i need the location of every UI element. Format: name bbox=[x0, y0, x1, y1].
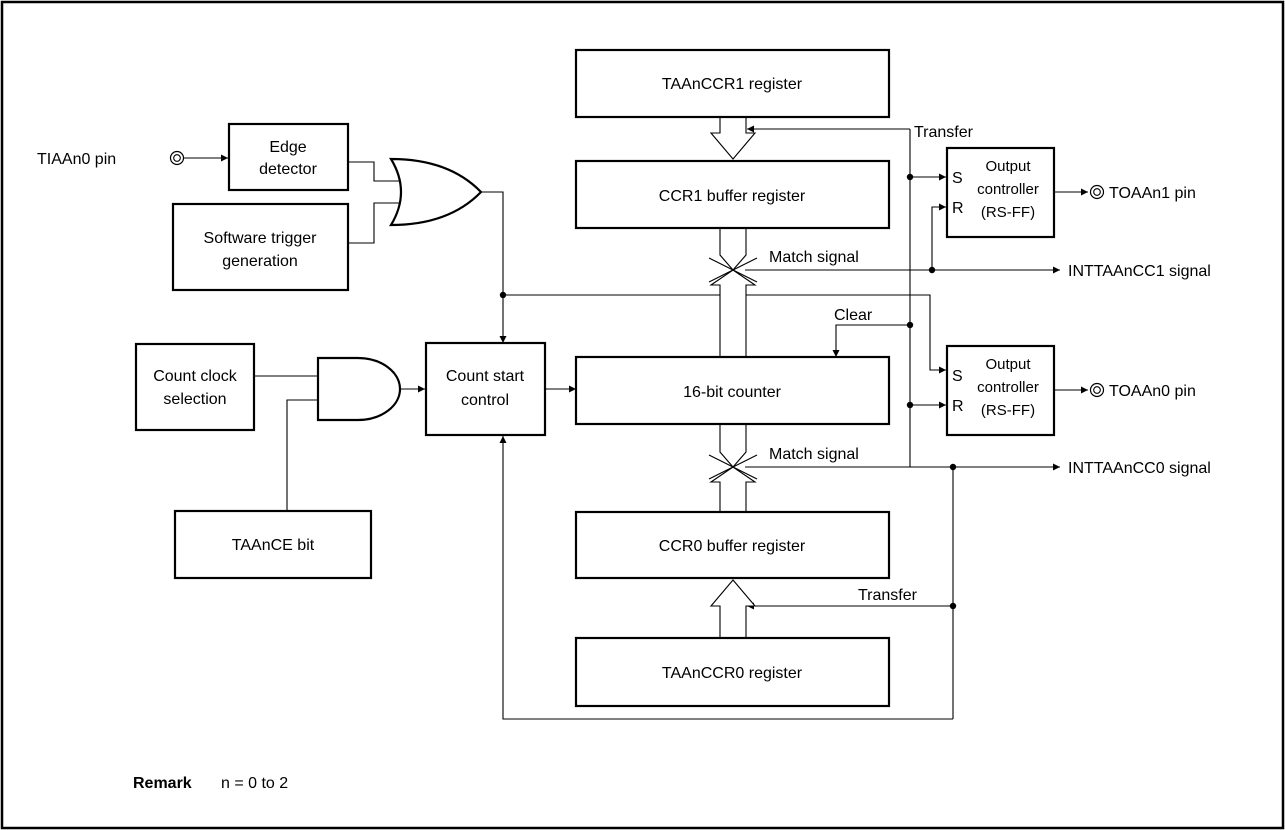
ccr0-buffer-label: CCR0 buffer register bbox=[659, 538, 806, 555]
output-controller-0-r: R bbox=[952, 398, 964, 415]
taanccr0-register-label: TAAnCCR0 register bbox=[662, 665, 803, 682]
ccr1-buffer-block: CCR1 buffer register bbox=[574, 159, 891, 230]
output-controller-1-line-1: Output bbox=[985, 158, 1031, 175]
taance-bit-block: TAAnCE bit bbox=[173, 509, 373, 580]
output-controller-1-line-2: controller bbox=[977, 181, 1039, 198]
edge-detector-block: Edge detector bbox=[227, 122, 350, 192]
taanccr1-register-label: TAAnCCR1 register bbox=[662, 76, 803, 93]
taanccr0-register-block: TAAnCCR0 register bbox=[574, 636, 891, 708]
counter-16bit-block: 16-bit counter bbox=[574, 355, 891, 426]
software-trigger-block: Software trigger generation bbox=[171, 202, 350, 292]
edge-detector-label-1: Edge bbox=[269, 139, 306, 156]
remark-label: Remark bbox=[133, 775, 192, 792]
edge-detector-label-2: detector bbox=[259, 161, 317, 178]
match-signal-bottom-label: Match signal bbox=[769, 446, 859, 463]
ccr0-buffer-block: CCR0 buffer register bbox=[574, 510, 891, 580]
buses bbox=[708, 117, 758, 638]
input-pin-label: TIAAn0 pin bbox=[37, 151, 116, 168]
input-pin: TIAAn0 pin bbox=[37, 150, 185, 168]
count-clock-label-1: Count clock bbox=[153, 368, 238, 385]
output-pin-0-label: TOAAn0 pin bbox=[1109, 383, 1196, 400]
output-controller-1-r: R bbox=[952, 200, 964, 217]
remark-text: n = 0 to 2 bbox=[221, 775, 288, 792]
count-clock-label-2: selection bbox=[163, 391, 226, 408]
count-start-label-1: Count start bbox=[446, 368, 525, 385]
transfer-bottom-label: Transfer bbox=[858, 587, 918, 604]
output-controller-0-line-1: Output bbox=[985, 356, 1031, 373]
and-gate bbox=[316, 356, 402, 422]
output-pin-0: TOAAn0 pin bbox=[1089, 382, 1196, 400]
match-signal-top-label: Match signal bbox=[769, 249, 859, 266]
int-cc1-label: INTTAAnCC1 signal bbox=[1068, 263, 1211, 280]
output-controller-0-block: S R Output controller (RS-FF) bbox=[945, 344, 1056, 437]
software-trigger-label-1: Software trigger bbox=[204, 230, 318, 247]
software-trigger-label-2: generation bbox=[222, 253, 298, 270]
count-start-control-block: Count start control bbox=[424, 341, 547, 437]
output-pin-1: TOAAn1 pin bbox=[1089, 184, 1196, 202]
count-clock-selection-block: Count clock selection bbox=[134, 342, 256, 432]
or-gate bbox=[389, 157, 483, 227]
taance-bit-label: TAAnCE bit bbox=[232, 537, 315, 554]
output-controller-1-line-3: (RS-FF) bbox=[981, 204, 1035, 221]
output-pin-1-label: TOAAn1 pin bbox=[1109, 185, 1196, 202]
output-controller-1-block: S R Output controller (RS-FF) bbox=[945, 146, 1056, 239]
wires bbox=[183, 125, 1088, 720]
transfer-top-label: Transfer bbox=[914, 124, 974, 141]
count-start-label-2: control bbox=[461, 392, 509, 409]
output-controller-0-line-3: (RS-FF) bbox=[981, 402, 1035, 419]
taanccr1-register-block: TAAnCCR1 register bbox=[574, 48, 891, 119]
output-controller-0-line-2: controller bbox=[977, 379, 1039, 396]
output-controller-1-s: S bbox=[952, 170, 963, 187]
output-controller-0-s: S bbox=[952, 368, 963, 385]
int-cc0-label: INTTAAnCC0 signal bbox=[1068, 460, 1211, 477]
ccr1-buffer-label: CCR1 buffer register bbox=[659, 188, 806, 205]
counter-16bit-label: 16-bit counter bbox=[683, 384, 782, 401]
clear-label: Clear bbox=[834, 307, 873, 324]
